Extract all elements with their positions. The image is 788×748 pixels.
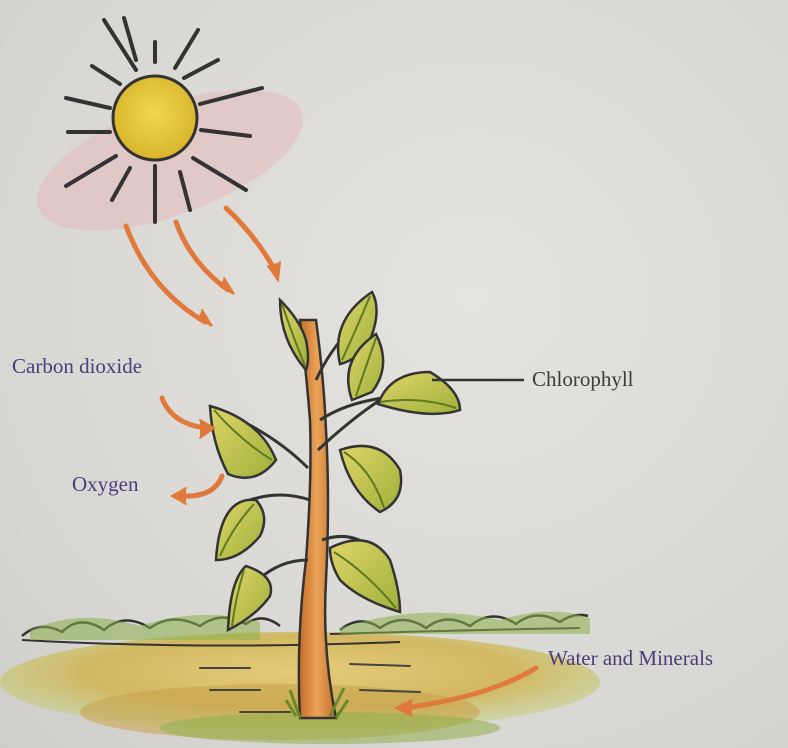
carbon-dioxide-arrow <box>162 398 214 438</box>
label-carbon-dioxide: Carbon dioxide <box>12 354 142 379</box>
oxygen-arrow <box>172 476 222 504</box>
sunlight-arrows <box>126 208 280 326</box>
label-oxygen: Oxygen <box>72 472 139 497</box>
leaves <box>210 292 460 630</box>
label-water-minerals: Water and Minerals <box>548 646 713 671</box>
label-chlorophyll: Chlorophyll <box>532 367 634 392</box>
